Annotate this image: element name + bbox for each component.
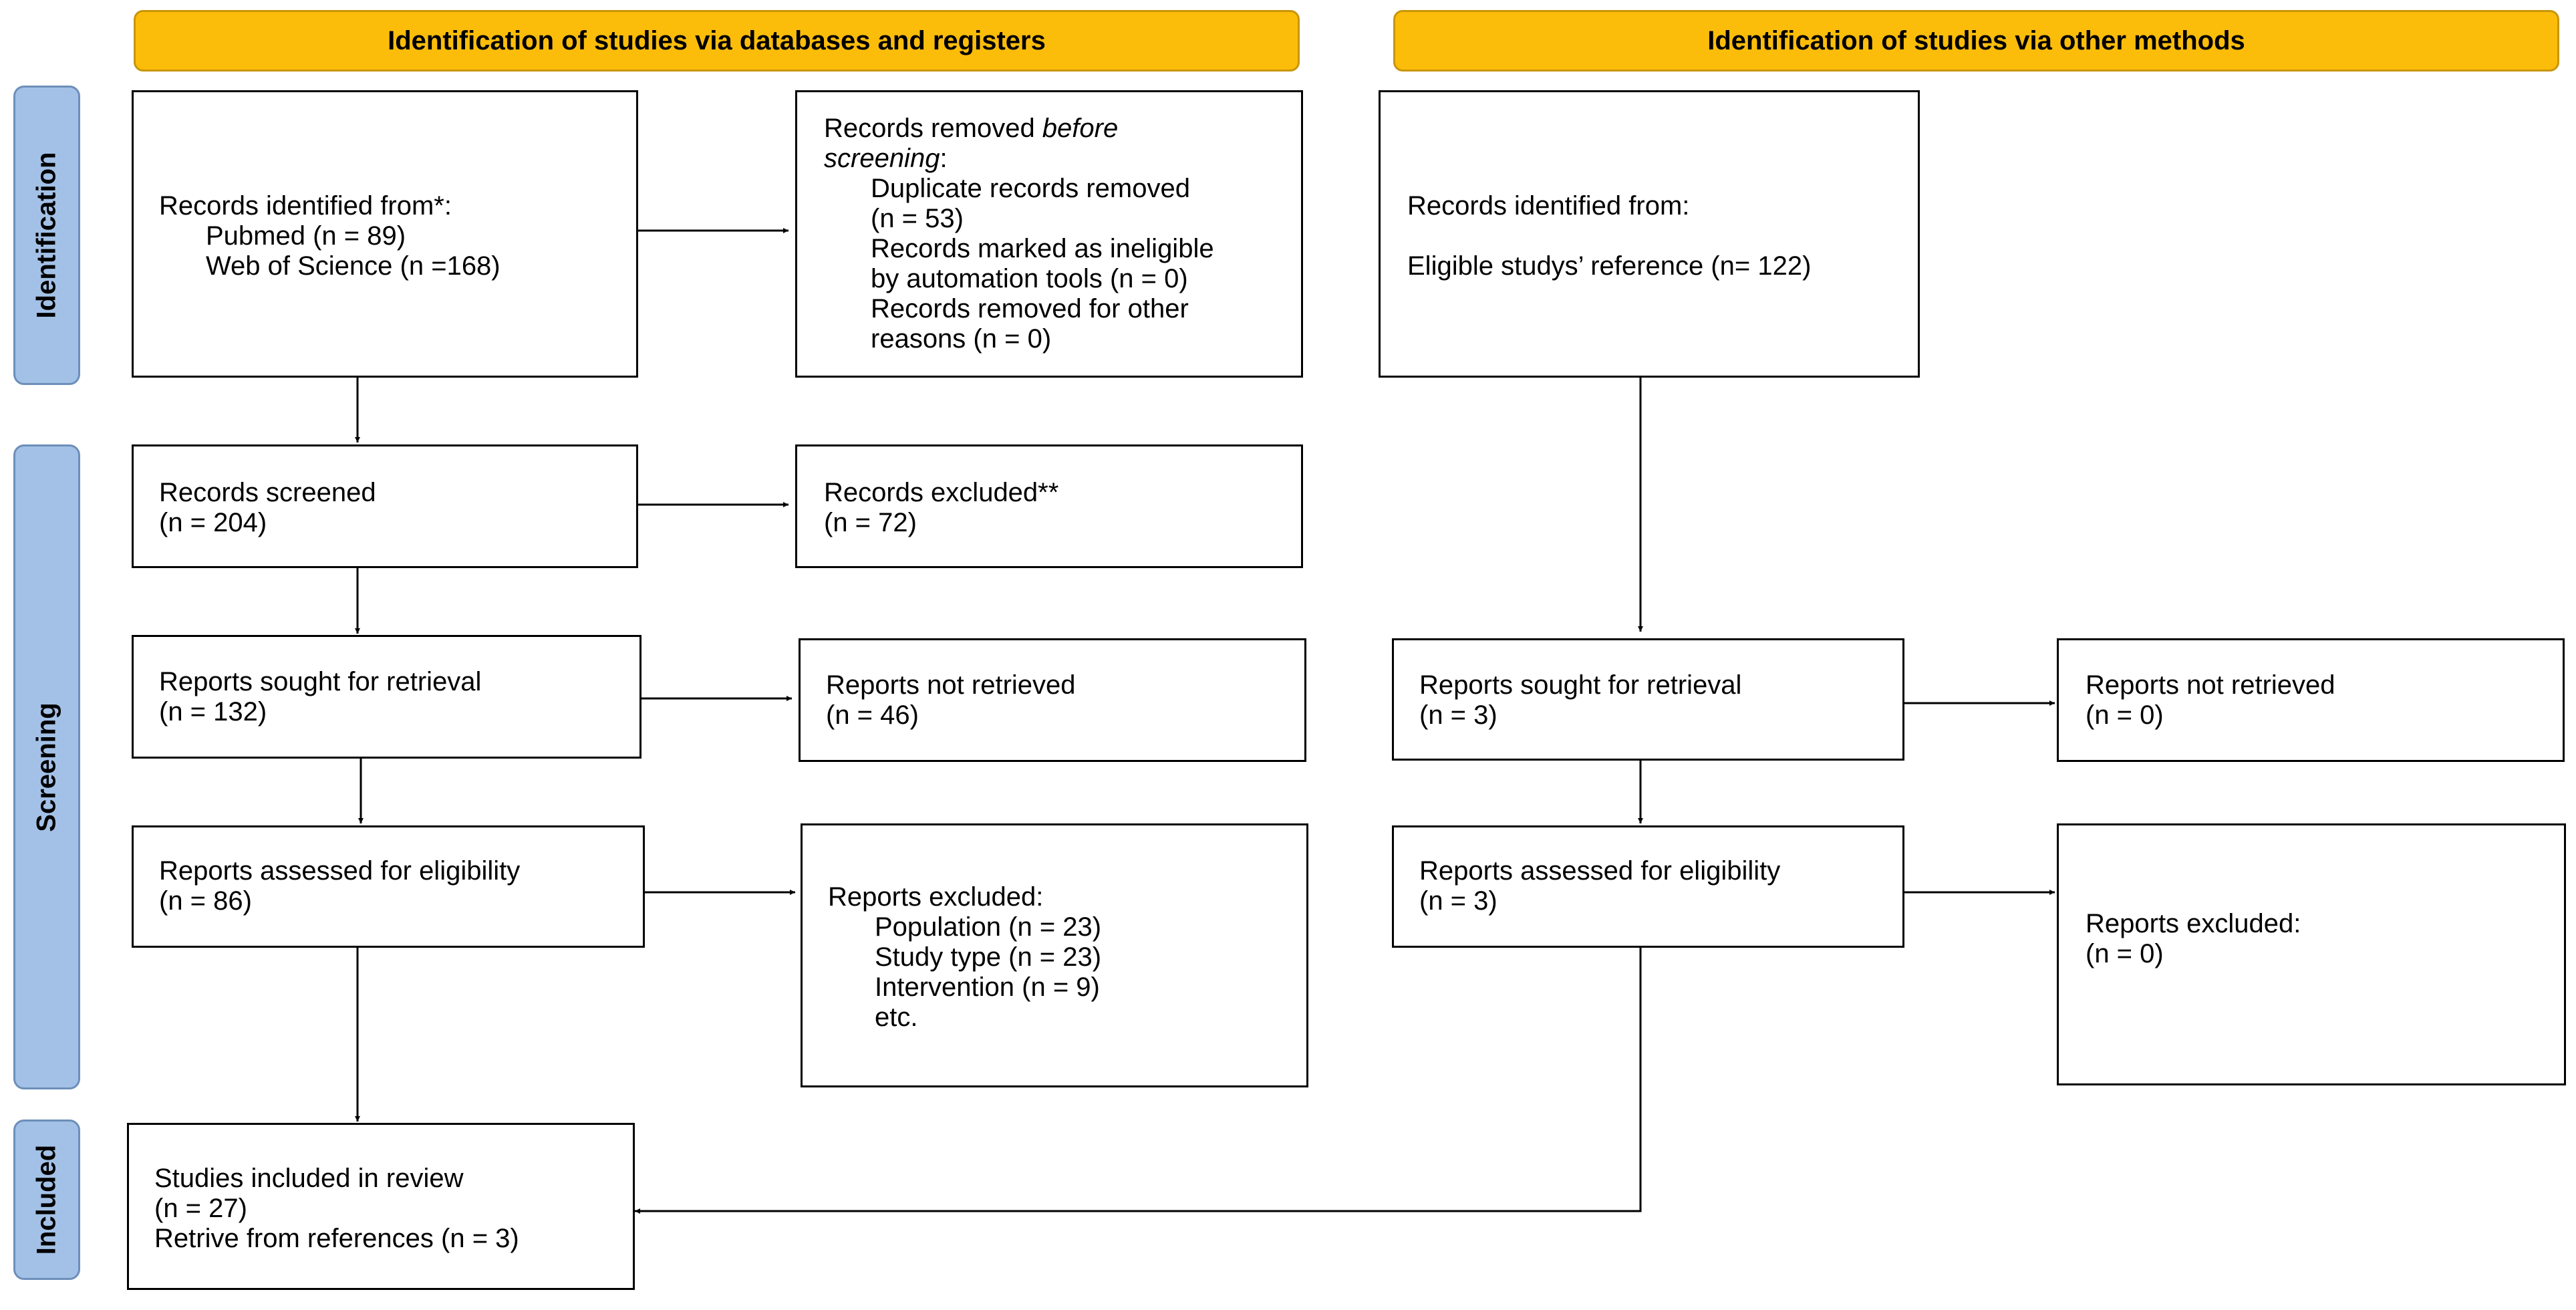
reports-not-retrieved-count: (n = 46) [826, 700, 919, 730]
other-reports-assessed-count: (n = 3) [1419, 886, 1497, 916]
box-other-records-identified: Records identified from: Eligible studys… [1379, 90, 1920, 378]
box-reports-not-retrieved: Reports not retrieved (n = 46) [799, 638, 1306, 762]
box-other-reports-excluded: Reports excluded: (n = 0) [2057, 823, 2566, 1085]
box-records-identified: Records identified from*: Pubmed (n = 89… [132, 90, 638, 378]
reports-excluded-item: etc. [875, 1003, 918, 1032]
other-reports-assessed-title: Reports assessed for eligibility [1419, 856, 1781, 886]
reports-assessed-count: (n = 86) [159, 886, 252, 916]
records-excluded-title: Records excluded** [824, 478, 1059, 507]
records-identified-title: Records identified from*: [159, 191, 452, 221]
other-reports-not-retrieved-count: (n = 0) [2086, 700, 2164, 730]
reports-excluded-item: Intervention (n = 9) [875, 972, 1100, 1002]
header-databases-registers: Identification of studies via databases … [134, 10, 1300, 72]
box-other-reports-not-retrieved: Reports not retrieved (n = 0) [2057, 638, 2565, 762]
records-screened-count: (n = 204) [159, 508, 267, 537]
records-removed-title-2: screening: [824, 144, 948, 173]
removed-item: by automation tools (n = 0) [871, 264, 1188, 293]
reports-sought-title: Reports sought for retrieval [159, 667, 482, 696]
header-other-methods-label: Identification of studies via other meth… [1707, 25, 2245, 55]
phase-included: Included [13, 1120, 80, 1280]
box-reports-assessed: Reports assessed for eligibility (n = 86… [132, 825, 645, 948]
reports-sought-count: (n = 132) [159, 697, 267, 727]
other-reports-sought-count: (n = 3) [1419, 700, 1497, 730]
reports-assessed-title: Reports assessed for eligibility [159, 856, 521, 886]
reports-excluded-item: Study type (n = 23) [875, 942, 1102, 972]
removed-item: Records marked as ineligible [871, 234, 1214, 263]
box-records-screened: Records screened (n = 204) [132, 444, 638, 568]
removed-item: reasons (n = 0) [871, 324, 1052, 354]
studies-included-references: Retrive from references (n = 3) [154, 1224, 519, 1253]
studies-included-title: Studies included in review [154, 1164, 464, 1193]
header-databases-label: Identification of studies via databases … [388, 25, 1046, 55]
other-reports-sought-title: Reports sought for retrieval [1419, 670, 1742, 700]
studies-included-count: (n = 27) [154, 1194, 247, 1223]
removed-item: Records removed for other [871, 294, 1189, 323]
box-reports-excluded: Reports excluded: Population (n = 23) St… [801, 823, 1308, 1087]
spacer [1407, 221, 1811, 251]
other-reports-excluded-title: Reports excluded: [2086, 909, 2301, 938]
source-pubmed: Pubmed (n = 89) [206, 221, 406, 251]
phase-screening: Screening [13, 444, 80, 1089]
box-reports-sought: Reports sought for retrieval (n = 132) [132, 635, 641, 759]
records-excluded-count: (n = 72) [824, 508, 917, 537]
reports-excluded-title: Reports excluded: [828, 882, 1044, 912]
removed-item: (n = 53) [871, 204, 964, 233]
reports-not-retrieved-title: Reports not retrieved [826, 670, 1076, 700]
box-records-removed: Records removed before screening: Duplic… [795, 90, 1303, 378]
other-reports-not-retrieved-title: Reports not retrieved [2086, 670, 2335, 700]
removed-item: Duplicate records removed [871, 174, 1190, 203]
other-records-identified-source: Eligible studys’ reference (n= 122) [1407, 251, 1812, 281]
box-other-reports-assessed: Reports assessed for eligibility (n = 3) [1392, 825, 1904, 948]
records-removed-title: Records removed before [824, 114, 1119, 143]
phase-identification: Identification [13, 86, 80, 385]
box-records-excluded: Records excluded** (n = 72) [795, 444, 1303, 568]
arrow-other-assessed-to-included [635, 948, 1642, 1214]
other-records-identified-title: Records identified from: [1407, 191, 1690, 221]
box-studies-included: Studies included in review (n = 27) Retr… [127, 1123, 635, 1290]
source-web-of-science: Web of Science (n =168) [206, 251, 500, 281]
reports-excluded-item: Population (n = 23) [875, 912, 1102, 942]
box-other-reports-sought: Reports sought for retrieval (n = 3) [1392, 638, 1904, 761]
records-screened-title: Records screened [159, 478, 376, 507]
other-reports-excluded-count: (n = 0) [2086, 939, 2164, 968]
header-other-methods: Identification of studies via other meth… [1393, 10, 2559, 72]
